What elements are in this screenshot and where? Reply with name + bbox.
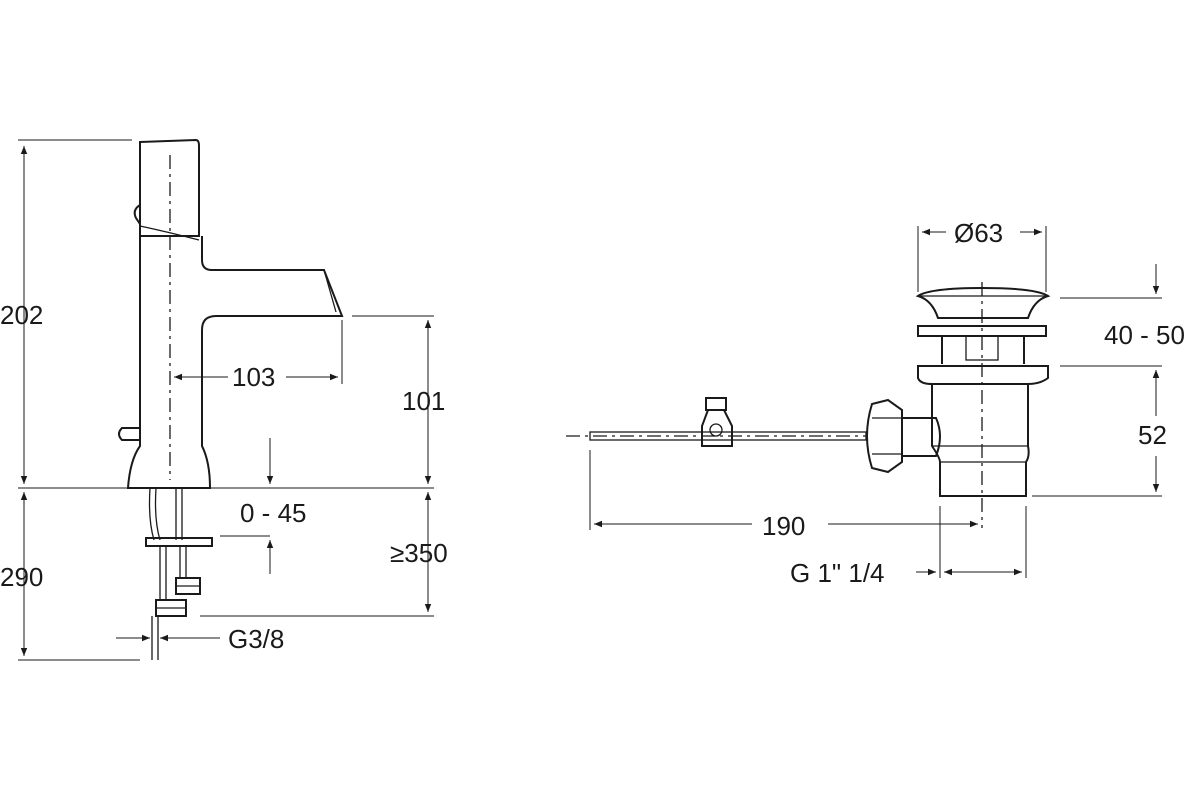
- dim-deck-thickness: 0 - 45: [240, 498, 307, 528]
- drain-waste-body: [931, 384, 1030, 497]
- faucet-body: [126, 236, 344, 489]
- faucet-lever-button: [133, 204, 141, 225]
- drain-ball-joint-nut: [866, 398, 941, 474]
- dim-drain-thread: G 1" 1/4: [790, 558, 885, 588]
- drain-rod-clip: [701, 397, 733, 447]
- dim-spout-height: 101: [402, 386, 445, 416]
- dim-drain-body-height: 52: [1138, 420, 1167, 450]
- dim-supply-depth: 290: [0, 562, 43, 592]
- dim-faucet-height: 202: [0, 300, 43, 330]
- dim-spout-reach: 103: [232, 362, 275, 392]
- drain-lower-flange: [917, 365, 1049, 385]
- faucet-drawing: [18, 138, 434, 661]
- faucet-lever: [139, 138, 200, 237]
- drain-plug-head: [915, 286, 1051, 319]
- dim-drain-diameter: Ø63: [954, 218, 1003, 248]
- dim-supply-thread: G3/8: [228, 624, 284, 654]
- dim-drain-adjust: 40 - 50: [1104, 320, 1185, 350]
- dim-flex-hose-length: ≥350: [390, 538, 448, 568]
- faucet-mounting-plate: [145, 537, 213, 547]
- dim-rod-length: 190: [762, 511, 805, 541]
- drain-drawing: [566, 226, 1162, 578]
- faucet-popup-knob: [118, 427, 140, 441]
